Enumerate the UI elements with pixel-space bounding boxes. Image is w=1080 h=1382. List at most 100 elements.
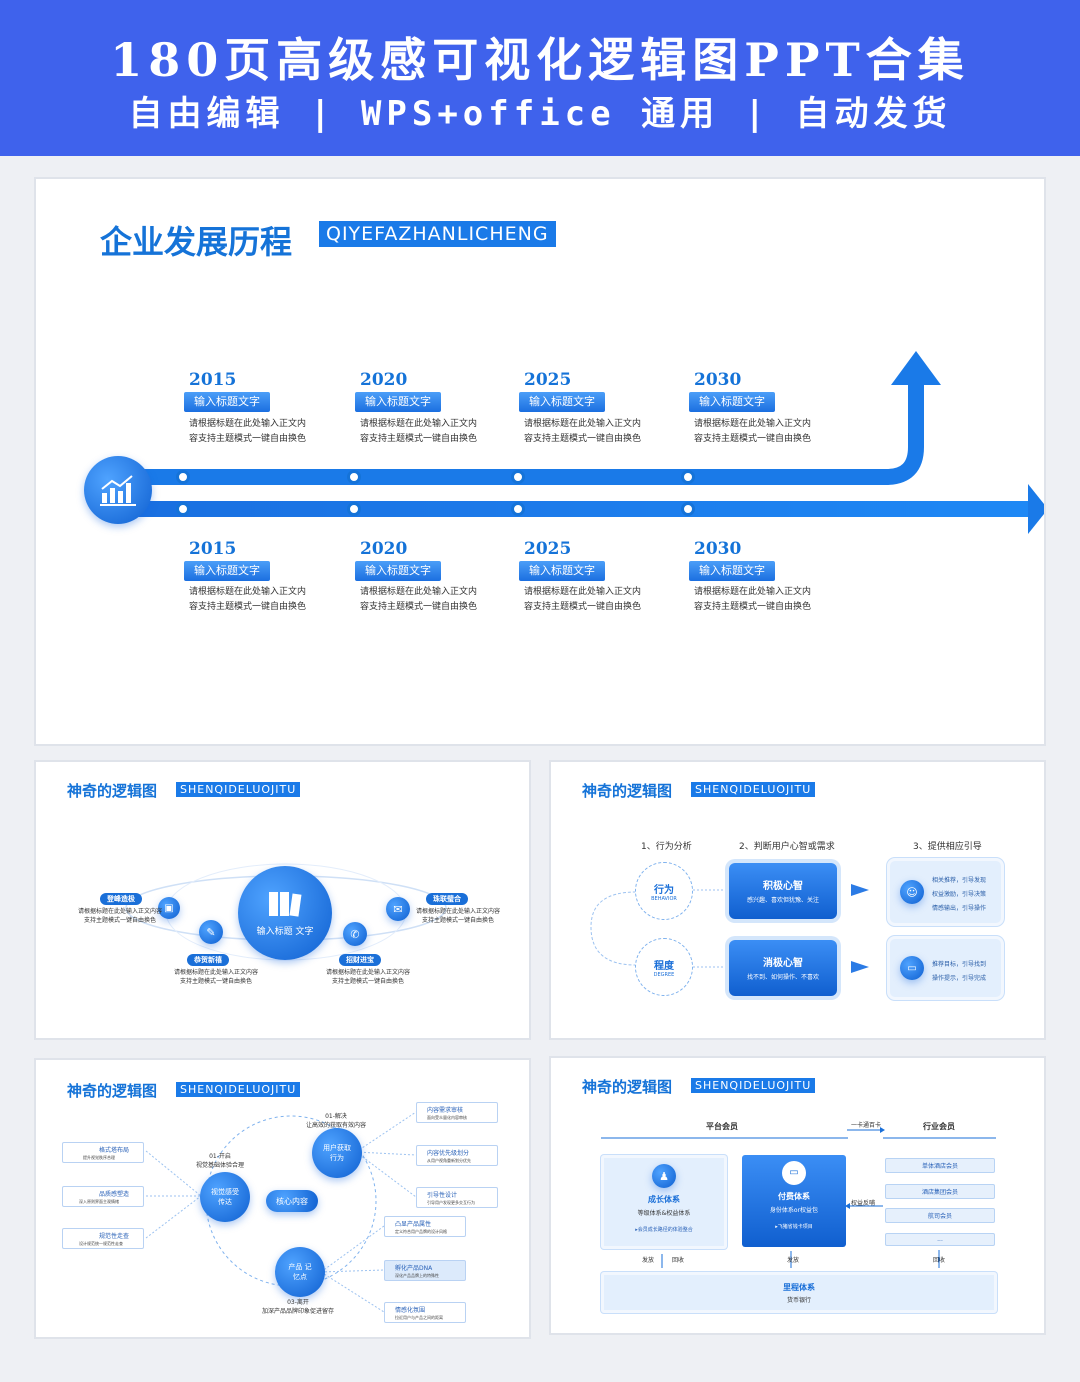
timeline-node <box>511 502 525 516</box>
center-label: 输入标题 文字 <box>256 926 314 937</box>
paid-card: ▭ 付费体系 身份体系or权益包 ▸飞猪省钱卡项目 <box>742 1155 846 1247</box>
slide-core-content[interactable]: 神奇的逻辑图 SHENQIDELUOJITU 视觉感受 传达 用户获取 行为 产… <box>34 1058 531 1339</box>
slide-title: 神奇的逻辑图 <box>67 782 158 800</box>
step-label: 1、行为分析 <box>641 842 692 852</box>
milestone-year: 2030 <box>694 539 742 559</box>
right-card: 引导性设计 引导用户发现更多交互行为 <box>416 1187 498 1208</box>
mileage-bar: 里程体系 货币银行 <box>601 1272 997 1313</box>
milestone-year: 2020 <box>360 539 408 559</box>
milestone-desc: 请根据标题在此处输入正文内容支持主题模式一键自由换色 <box>694 419 812 444</box>
timeline-node <box>511 470 525 484</box>
milestone-year: 2020 <box>360 370 408 390</box>
item-desc: 请根据标题在此处输入正文内容支持主题模式一键自由换色 <box>174 969 259 985</box>
item-pill: 恭贺新禧 <box>187 954 229 966</box>
memory-circle: 产品 记忆点 <box>275 1247 325 1297</box>
step-note: 03-离开加深产品品牌印象促进留存 <box>262 1299 335 1315</box>
slide-timeline[interactable]: 企业发展历程 QIYEFAZHANLICHENG 2015 输入标题文字 请根据… <box>34 177 1046 746</box>
item-pill: 珠联璧合 <box>426 893 468 905</box>
item-desc: 请根据标题在此处输入正文内容支持主题模式一键自由换色 <box>326 969 411 985</box>
right-card: 凸显产品属性 定义符合用户品牌的设计风格 <box>384 1216 466 1237</box>
milestone-tag: 输入标题文字 <box>355 392 441 412</box>
item-pill: 登峰造极 <box>100 893 142 905</box>
slide-orbit-diagram[interactable]: 神奇的逻辑图 SHENQIDELUOJITU 输入标题 文字 ▣ ✎ ✆ ✉ 登… <box>34 760 531 1040</box>
timeline-node <box>347 502 361 516</box>
slide-subtitle: SHENQIDELUOJITU <box>691 782 816 797</box>
issue-label: 发放 <box>642 1257 655 1264</box>
milestone-tag: 输入标题文字 <box>184 392 270 412</box>
image-icon: ▣ <box>158 897 180 919</box>
positive-mind-box: 积极心智 感兴趣、喜欢但犹豫、关注 <box>729 863 837 919</box>
slide-title: 神奇的逻辑图 <box>67 1082 158 1100</box>
right-card: 内容需求审核 面向受众量化内容审核 <box>416 1102 498 1123</box>
timeline-node <box>176 502 190 516</box>
negative-mind-box: 消极心智 找不到、如何操作、不喜欢 <box>729 940 837 996</box>
recycle-label: 回收 <box>672 1257 685 1264</box>
guide-box: ☺ 相关推荐，引导发现 权益激励，引导决策 情感输出，引导操作 <box>887 858 1004 926</box>
left-card: 格式塔布局 提升视觉秩序合理 <box>62 1142 144 1163</box>
connector-lines <box>590 884 869 973</box>
milestone-tag: 输入标题文字 <box>689 392 775 412</box>
milestone-tag: 输入标题文字 <box>519 561 605 581</box>
milestone-desc: 请根据标题在此处输入正文内容支持主题模式一键自由换色 <box>694 587 812 612</box>
timeline-node <box>347 470 361 484</box>
milestone-year: 2025 <box>524 539 572 559</box>
right-card: 孵化产品DNA 深化产品品牌上的特殊性 <box>384 1260 466 1281</box>
timeline-node <box>176 470 190 484</box>
item-desc: 请根据标题在此处输入正文内容支持主题模式一键自由换色 <box>416 908 501 924</box>
item-desc: 请根据标题在此处输入正文内容支持主题模式一键自由换色 <box>78 908 163 924</box>
top-banner: 180页高级感可视化逻辑图PPT合集 自由编辑 | WPS+office 通用 … <box>0 0 1080 156</box>
left-card: 品质感塑造 深入原则界面主观情绪 <box>62 1186 144 1207</box>
right-card: 情感化氛围 拉近用户与产品之间的距离 <box>384 1302 466 1323</box>
industry-item: ... <box>885 1233 995 1246</box>
slide-title: 神奇的逻辑图 <box>582 782 673 800</box>
visual-circle: 视觉感受 传达 <box>200 1172 250 1222</box>
milestone-desc: 请根据标题在此处输入正文内容支持主题模式一键自由换色 <box>360 419 478 444</box>
milestone-tag: 输入标题文字 <box>184 561 270 581</box>
guide-box: ▭ 推荐目标，引导找到 操作提示，引导完成 <box>887 936 1004 1000</box>
step-note: 01-开启视觉基础体验合理 <box>196 1153 245 1169</box>
industry-item: 单体酒店会员 <box>885 1158 995 1173</box>
timeline-node <box>681 502 695 516</box>
recycle-label: 回收 <box>933 1257 946 1264</box>
item-pill: 招财进宝 <box>339 954 381 966</box>
arrow-label: 一卡通百卡 <box>851 1122 882 1129</box>
industry-header: 行业会员 <box>923 1121 955 1131</box>
timeline-node <box>681 470 695 484</box>
slide-subtitle: SHENQIDELUOJITU <box>691 1078 816 1093</box>
core-pill: 核心内容 <box>266 1190 318 1212</box>
mail-icon: ✉ <box>386 897 410 921</box>
milestone-year: 2030 <box>694 370 742 390</box>
right-card: 内容优先级划分 从用户视角重新划分优先 <box>416 1145 498 1166</box>
user-icon: ☺ <box>900 880 924 904</box>
milestone-desc: 请根据标题在此处输入正文内容支持主题模式一键自由换色 <box>189 587 307 612</box>
slide-membership[interactable]: 神奇的逻辑图 SHENQIDELUOJITU 平台会员 行业会员 一卡通百卡 权… <box>549 1056 1046 1335</box>
pen-icon: ✎ <box>199 920 223 944</box>
slide-title: 神奇的逻辑图 <box>582 1078 673 1096</box>
platform-header: 平台会员 <box>706 1121 738 1131</box>
step-label: 3、提供相应引导 <box>913 842 982 852</box>
acquire-circle: 用户获取 行为 <box>312 1128 362 1178</box>
milestone-tag: 输入标题文字 <box>519 392 605 412</box>
membership-lines <box>601 1127 996 1268</box>
slide-user-mind[interactable]: 神奇的逻辑图 SHENQIDELUOJITU 1、行为分析 2、判断用户心智或需… <box>549 760 1046 1040</box>
degree-ring: 程度 DEGREE <box>635 938 693 996</box>
left-card: 规范性走查 设计规范统一规范性走查 <box>62 1228 144 1249</box>
phone-icon: ✆ <box>343 922 367 946</box>
industry-item: 酒店集团会员 <box>885 1184 995 1199</box>
behavior-ring: 行为 BEHAVIOR <box>635 862 693 920</box>
issue-label: 发放 <box>787 1257 800 1264</box>
center-folder-circle: 输入标题 文字 <box>238 866 332 960</box>
slide-subtitle: SHENQIDELUOJITU <box>176 782 301 797</box>
milestone-desc: 请根据标题在此处输入正文内容支持主题模式一键自由换色 <box>360 587 478 612</box>
milestone-year: 2015 <box>189 370 237 390</box>
milestone-year: 2025 <box>524 370 572 390</box>
slide-title: 企业发展历程 <box>100 223 293 261</box>
slide-subtitle: SHENQIDELUOJITU <box>176 1082 301 1097</box>
milestone-year: 2015 <box>189 539 237 559</box>
slide-subtitle: QIYEFAZHANLICHENG <box>319 221 556 247</box>
person-icon: ♟ <box>652 1164 676 1188</box>
milestone-desc: 请根据标题在此处输入正文内容支持主题模式一键自由换色 <box>524 587 642 612</box>
monitor-icon: ▭ <box>782 1161 806 1185</box>
step-label: 2、判断用户心智或需求 <box>739 842 835 852</box>
bar-chart-icon <box>84 456 152 524</box>
